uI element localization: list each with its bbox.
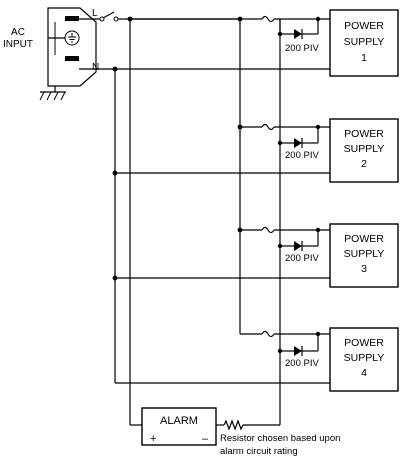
diode-icon <box>280 334 319 356</box>
diode-rating-label: 200 PIV <box>285 150 319 161</box>
ac-input-label-line2: INPUT <box>3 39 33 50</box>
ac-input-label-line1: AC <box>11 27 25 38</box>
ac-inlet-connector <box>47 7 97 87</box>
power-supply-number: 4 <box>361 367 367 379</box>
branch-2: 200 PIV POWER SUPPLY 2 <box>115 118 399 183</box>
power-supply-number: 2 <box>361 158 367 170</box>
diode-rating-label: 200 PIV <box>285 43 319 54</box>
alarm-minus-terminal: – <box>202 433 209 445</box>
fuse-icon <box>261 330 275 338</box>
power-supply-number: 1 <box>361 52 367 64</box>
alarm-label: ALARM <box>160 415 198 427</box>
diode-icon <box>280 127 319 148</box>
power-supply-number: 3 <box>361 263 367 275</box>
resistor-note-line2: alarm circuit rating <box>220 446 298 457</box>
line-terminal-label: L <box>92 8 98 19</box>
fuse-icon <box>261 15 275 23</box>
branch-3: 200 PIV POWER SUPPLY 3 <box>115 223 399 288</box>
power-supply-box <box>329 223 399 288</box>
resistor-note-line1: Resistor chosen based upon <box>220 433 340 444</box>
branch-1: 200 PIV POWER SUPPLY 1 <box>261 9 399 77</box>
junction-dot <box>127 16 133 22</box>
alarm-box <box>141 407 217 446</box>
neutral-terminal-label: N <box>92 62 99 73</box>
power-supply-subtitle: SUPPLY <box>344 352 385 364</box>
fuse-icon <box>261 226 275 234</box>
alarm-circuit: ALARM + – Resistor chosen based upon ala… <box>130 407 340 457</box>
diode-icon <box>280 19 319 39</box>
power-supply-box <box>329 9 399 77</box>
power-supply-box <box>329 327 399 392</box>
alarm-plus-terminal: + <box>150 433 156 445</box>
diode-rating-label: 200 PIV <box>285 253 319 264</box>
power-supply-subtitle: SUPPLY <box>344 36 385 48</box>
power-supply-box <box>329 118 399 183</box>
power-supply-title: POWER <box>344 233 384 245</box>
power-supply-title: POWER <box>344 337 384 349</box>
junction-dot <box>237 16 243 22</box>
branch-4: 200 PIV POWER SUPPLY 4 <box>115 327 399 392</box>
chassis-ground-icon <box>39 86 66 101</box>
diode-rating-label: 200 PIV <box>285 358 319 369</box>
diode-icon <box>280 230 319 251</box>
line-switch-icon <box>79 11 262 22</box>
power-supply-subtitle: SUPPLY <box>344 143 385 155</box>
resistor-icon <box>223 419 244 431</box>
power-supply-title: POWER <box>344 20 384 32</box>
junction-dot <box>112 66 118 72</box>
fuse-icon <box>261 123 275 131</box>
power-supply-title: POWER <box>344 128 384 140</box>
power-supply-subtitle: SUPPLY <box>344 248 385 260</box>
